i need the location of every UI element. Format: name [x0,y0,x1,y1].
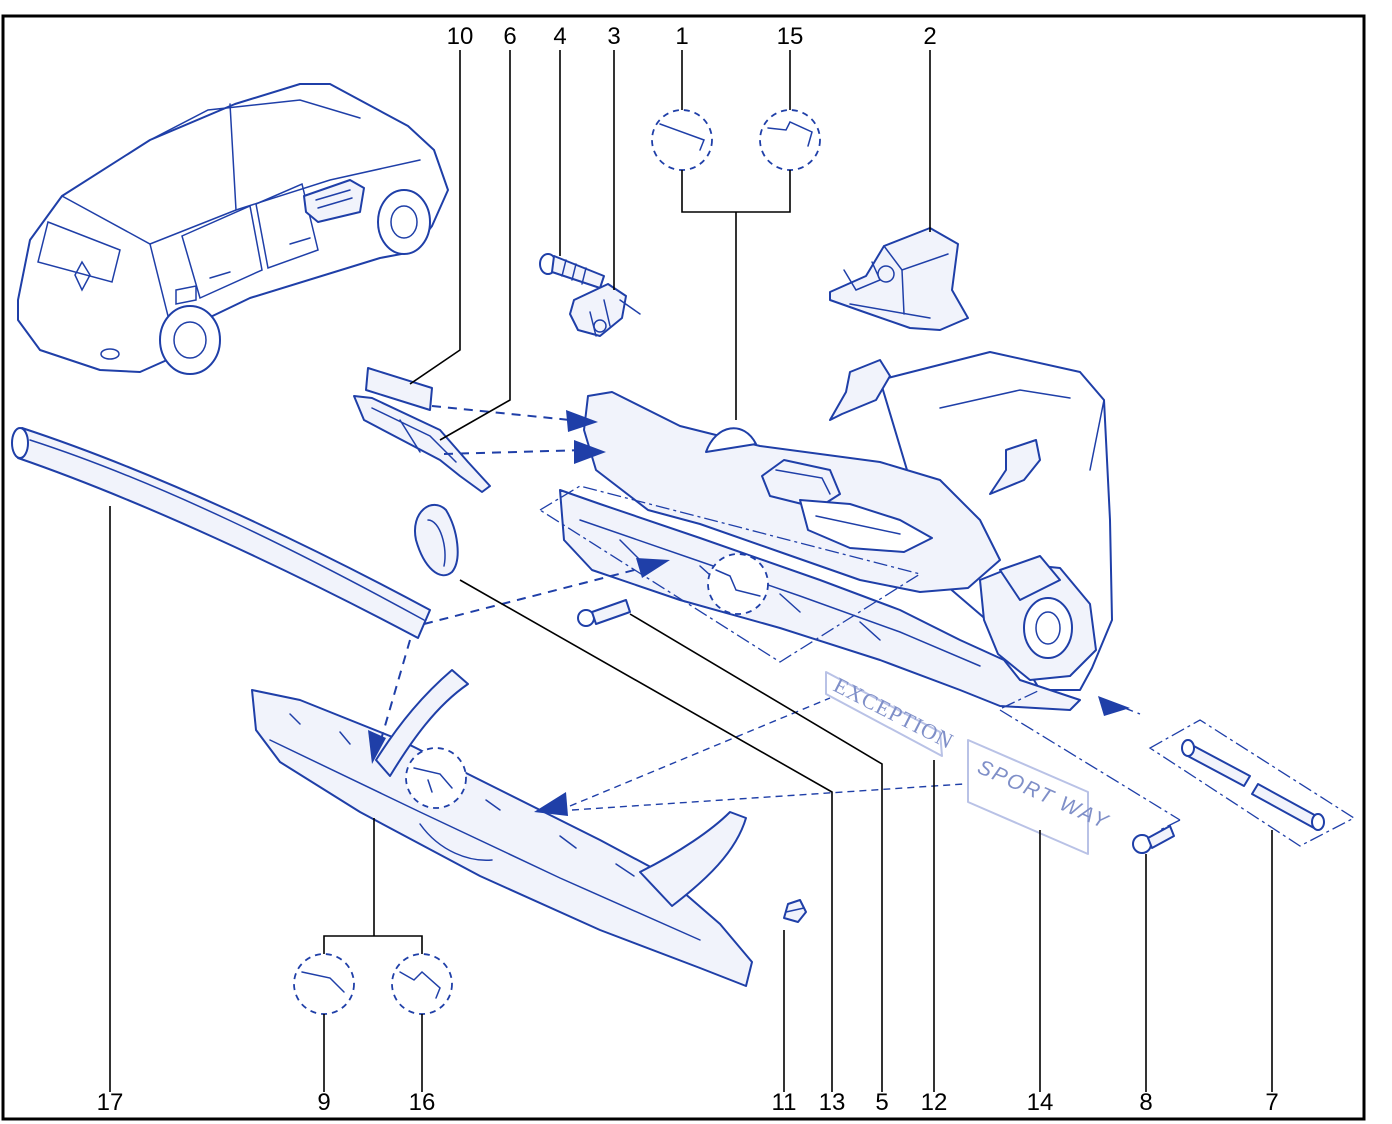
vehicle-locator-illustration [17,83,449,375]
callout-3: 3 [607,23,620,50]
callout-7: 7 [1265,1089,1278,1116]
assembly-guide-lines [377,405,1356,847]
part-11-clip [783,899,807,923]
part-4-screw [539,253,605,289]
assembly-arrowheads [368,410,1130,816]
part-9-16-glove-box-lid [251,669,753,987]
glove-box-main-assembly [559,351,1113,711]
part-13-knob-cover [413,503,459,577]
part-17-foam-strip [11,427,431,639]
diagram-frame [1,14,1366,1121]
callout-leader-lines [109,50,1273,1092]
callout-13: 13 [819,1089,846,1116]
callout-16: 16 [409,1089,436,1116]
callout-10: 10 [447,23,474,50]
part-8-screw [1132,825,1175,854]
callout-17: 17 [97,1089,124,1116]
callout-5: 5 [875,1089,888,1116]
callout-15: 15 [777,23,804,50]
callout-12: 12 [921,1089,948,1116]
part-5-screw [577,599,631,627]
callout-6: 6 [503,23,516,50]
callout-8: 8 [1139,1089,1152,1116]
callout-4: 4 [553,23,566,50]
part-2-latch-mechanism [829,227,969,331]
part-10-adhesive-pad [365,367,433,411]
part-3-lock-barrel [569,283,641,337]
callout-1: 1 [675,23,688,50]
exception-badge-text: EXCEPTION [830,672,958,754]
part-7-hinge-pins [1181,739,1325,831]
callout-numbers: 10 6 4 3 1 15 2 17 9 16 11 13 5 12 14 8 … [97,23,1279,1116]
callout-9: 9 [317,1089,330,1116]
callout-11: 11 [772,1089,797,1116]
part-12-exception-badge: EXCEPTION [825,671,958,757]
callout-2: 2 [923,23,936,50]
callout-14: 14 [1027,1089,1054,1116]
